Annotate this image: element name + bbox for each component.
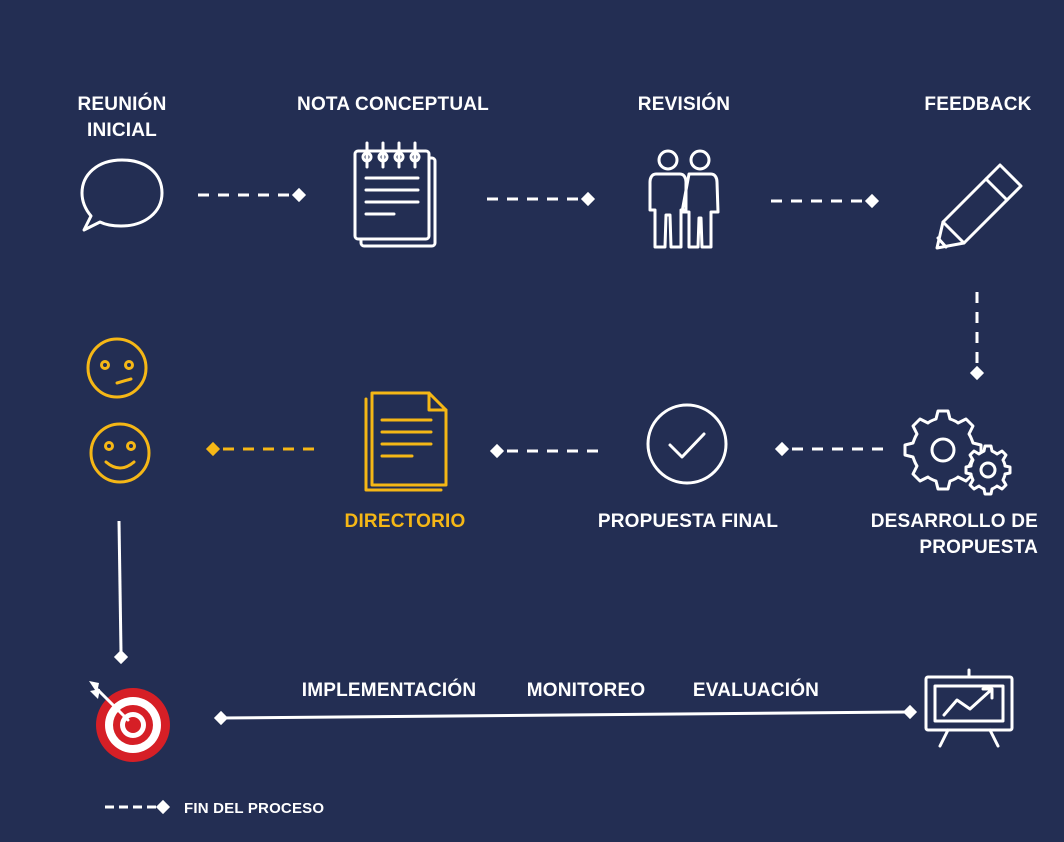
connector-nota-to-revision xyxy=(487,191,596,207)
connector-revision-to-feedback xyxy=(771,193,880,209)
gears-icon xyxy=(903,409,1012,496)
connector-propuesta-to-directorio xyxy=(489,443,598,459)
label-desarrollo-propuesta: DESARROLLO DE PROPUESTA xyxy=(830,509,1038,561)
label-revision: REVISIÓN xyxy=(637,94,731,115)
label-desarrollo-line2: PROPUESTA xyxy=(919,537,1038,558)
smile-face-icon xyxy=(89,422,151,484)
speech-bubble-icon xyxy=(80,158,164,232)
connector-desarrollo-to-propuesta xyxy=(774,441,883,457)
check-circle-icon xyxy=(646,403,728,485)
label-reunion-inicial: REUNIÓN INICIAL xyxy=(58,92,186,144)
label-propuesta-final: PROPUESTA FINAL xyxy=(597,511,779,532)
label-nota-conceptual: NOTA CONCEPTUAL xyxy=(297,94,489,115)
legend-dashed-arrow xyxy=(105,799,171,815)
connector-directorio-to-faces xyxy=(205,441,314,457)
legend-label: FIN DEL PROCESO xyxy=(184,800,325,817)
people-icon xyxy=(648,149,720,249)
label-reunion-line1: REUNIÓN xyxy=(77,94,167,115)
document-icon xyxy=(364,391,448,492)
connector-chart-to-target xyxy=(213,704,918,726)
label-evaluacion: EVALUACIÓN xyxy=(692,680,820,701)
connector-faces-to-target xyxy=(113,520,129,665)
label-desarrollo-line1: DESARROLLO DE xyxy=(870,511,1038,532)
connector-reunion-to-nota xyxy=(198,187,307,203)
pencil-icon xyxy=(935,163,1023,250)
label-monitoreo: MONITOREO xyxy=(526,680,646,701)
presentation-chart-icon xyxy=(924,668,1014,748)
connector-feedback-to-desarrollo xyxy=(969,292,985,381)
neutral-face-icon xyxy=(86,337,148,399)
label-feedback: FEEDBACK xyxy=(924,94,1032,115)
label-directorio: DIRECTORIO xyxy=(344,511,466,532)
label-implementacion: IMPLEMENTACIÓN xyxy=(301,680,477,701)
target-dart-icon xyxy=(89,681,170,762)
label-reunion-line2: INICIAL xyxy=(86,120,157,141)
notepad-icon xyxy=(353,141,437,248)
